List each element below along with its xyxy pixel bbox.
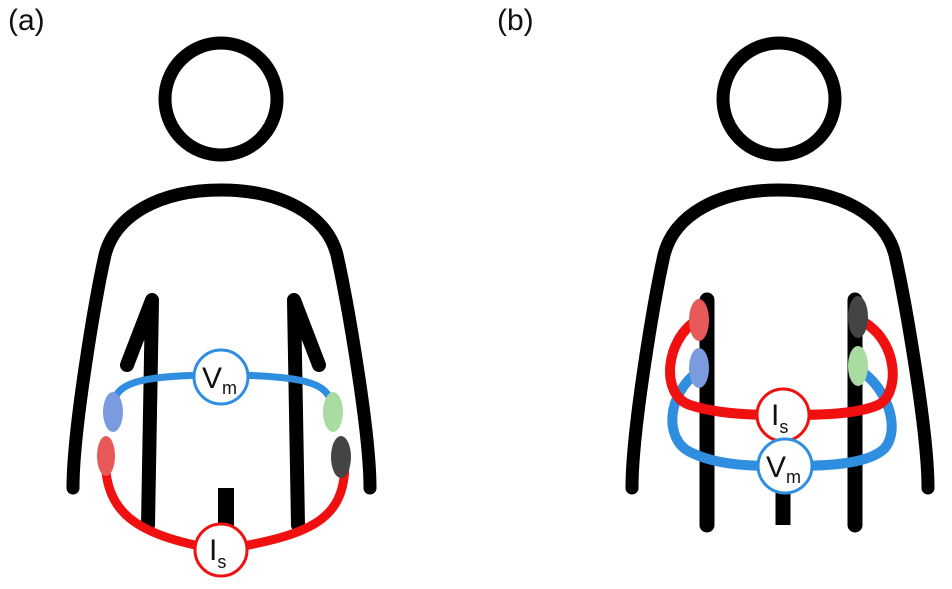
electrode-green-b bbox=[848, 346, 868, 386]
head-outline-a bbox=[158, 36, 284, 162]
voltage-measurement-circle-b bbox=[756, 437, 814, 495]
electrode-red-a bbox=[97, 436, 115, 476]
electrode-red-b bbox=[689, 299, 709, 341]
electrode-blue-b bbox=[689, 348, 709, 388]
right-arm-inner-a bbox=[287, 293, 326, 532]
panel-b: Is Vm bbox=[625, 36, 935, 533]
panel-b-label: (b) bbox=[497, 4, 534, 37]
current-label-a: Is bbox=[209, 534, 226, 572]
current-source-circle-a bbox=[193, 522, 249, 578]
head-outline-b bbox=[716, 36, 842, 162]
torso-outline-a bbox=[66, 183, 377, 495]
panel-a: Vm Is bbox=[66, 36, 377, 578]
voltage-measurement-circle-a bbox=[192, 348, 250, 406]
voltage-label-b: Vm bbox=[766, 451, 801, 487]
torso-outline-b bbox=[625, 183, 935, 495]
electrode-black-a bbox=[331, 436, 351, 478]
electrode-blue-a bbox=[103, 392, 123, 432]
voltage-label-a: Vm bbox=[202, 362, 237, 398]
electrode-green-a bbox=[323, 392, 343, 432]
electrode-black-b bbox=[848, 296, 868, 338]
current-label-b: Is bbox=[771, 399, 788, 437]
panel-a-label: (a) bbox=[8, 4, 45, 37]
left-arm-inner-a bbox=[120, 293, 159, 532]
